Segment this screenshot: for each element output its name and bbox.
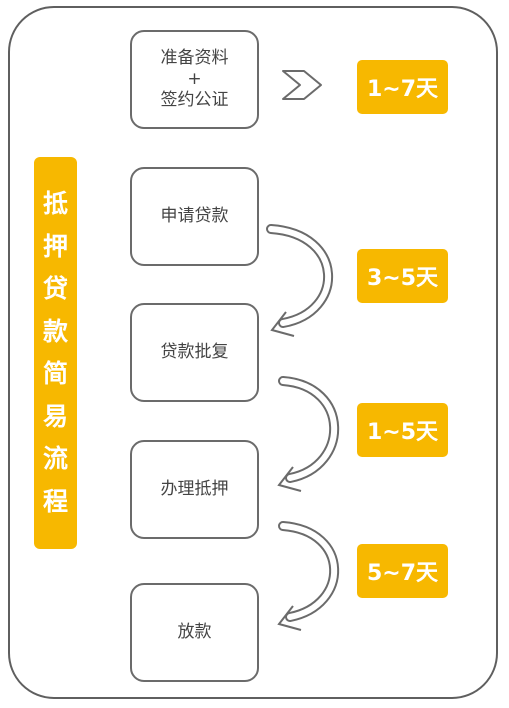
curved-arrow-icon [266, 224, 334, 337]
step-label: 办理抵押 [160, 479, 229, 499]
curved-arrow-icon [277, 521, 340, 631]
step-disbursement: 放款 [130, 583, 259, 682]
duration-badge: 1~7天 [357, 60, 448, 114]
title-char: 简 [42, 359, 68, 388]
title-char: 抵 [42, 189, 68, 218]
duration-badge: 3~5天 [357, 249, 448, 303]
title-char: 贷 [42, 274, 68, 303]
step-label: 签约公证 [160, 90, 229, 110]
outer-frame [8, 6, 498, 699]
curved-arrow-icon [277, 376, 340, 492]
title-char: 款 [42, 316, 68, 346]
chevron-right-icon [282, 70, 322, 100]
step-label-plus: + [187, 69, 202, 89]
title-char: 流 [42, 444, 68, 473]
duration-badge: 5~7天 [357, 544, 448, 598]
step-mortgage-registration: 办理抵押 [130, 440, 259, 539]
step-label: 放款 [177, 622, 212, 642]
step-label: 贷款批复 [160, 342, 229, 362]
step-label: 申请贷款 [160, 206, 229, 226]
step-apply-loan: 申请贷款 [130, 167, 259, 266]
process-title: 抵 押 贷 款 简 易 流 程 [34, 157, 77, 549]
step-loan-approval: 贷款批复 [130, 303, 259, 402]
step-prepare-documents: 准备资料 + 签约公证 [130, 30, 259, 129]
title-char: 程 [42, 486, 68, 516]
step-label: 准备资料 [160, 48, 229, 68]
title-char: 押 [42, 231, 68, 261]
title-char: 易 [42, 401, 68, 431]
duration-badge: 1~5天 [357, 403, 448, 457]
